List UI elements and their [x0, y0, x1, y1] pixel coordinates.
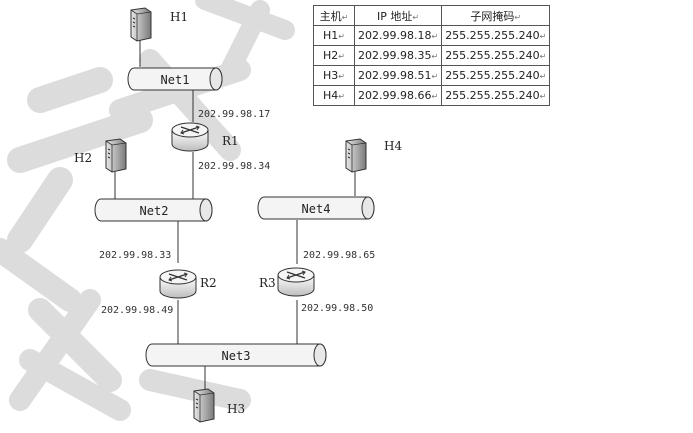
ip-r2-net3: 202.99.98.49	[101, 305, 173, 316]
cell-host: H4↵	[313, 85, 355, 106]
host-h3-icon	[193, 388, 215, 423]
cell-mask: 255.255.255.240↵	[441, 85, 551, 106]
cell-mask: 255.255.255.240↵	[441, 45, 551, 66]
host-h1-label: H1	[170, 10, 188, 24]
ip-r3-net3: 202.99.98.50	[301, 303, 373, 314]
table-row: H1↵ 202.99.98.18↵ 255.255.255.240↵	[313, 25, 551, 46]
ip-r3-net4: 202.99.98.65	[303, 250, 375, 261]
net2-label: Net2	[140, 204, 169, 218]
cell-host: H1↵	[313, 25, 355, 46]
cell-mask: 255.255.255.240↵	[441, 65, 551, 86]
host-h4-label: H4	[384, 139, 402, 153]
table-row: H2↵ 202.99.98.35↵ 255.255.255.240↵	[313, 45, 551, 66]
table-header-row: 主机↵ IP 地址↵ 子网掩码↵	[313, 5, 551, 26]
ip-r1-net1: 202.99.98.17	[198, 109, 270, 120]
header-mask: 子网掩码↵	[441, 5, 551, 26]
cell-ip: 202.99.98.66↵	[353, 85, 443, 106]
host-h2-label: H2	[74, 151, 92, 165]
cell-ip: 202.99.98.18↵	[353, 25, 443, 46]
host-h2-icon	[105, 138, 127, 173]
net3-label: Net3	[222, 349, 251, 363]
host-h4-icon	[345, 138, 367, 173]
table-row: H3↵ 202.99.98.51↵ 255.255.255.240↵	[313, 65, 551, 86]
router-r2-icon	[159, 269, 197, 299]
net4-label: Net4	[302, 202, 331, 216]
net1-pipe: Net1	[127, 67, 223, 91]
cell-host: H3↵	[313, 65, 355, 86]
header-host: 主机↵	[313, 5, 355, 26]
router-r3-icon	[277, 267, 315, 297]
host-h3-label: H3	[227, 402, 245, 416]
router-r1-label: R1	[222, 134, 239, 148]
ip-r1-net2: 202.99.98.34	[198, 161, 270, 172]
net3-pipe: Net3	[145, 343, 327, 367]
router-r1-icon	[171, 122, 209, 152]
cell-ip: 202.99.98.35↵	[353, 45, 443, 66]
ip-r2-net2: 202.99.98.33	[99, 250, 171, 261]
cell-mask: 255.255.255.240↵	[441, 25, 551, 46]
table-row: H4↵ 202.99.98.66↵ 255.255.255.240↵	[313, 85, 551, 106]
cell-host: H2↵	[313, 45, 355, 66]
net4-pipe: Net4	[257, 196, 375, 220]
net1-label: Net1	[161, 73, 190, 87]
router-r3-label: R3	[259, 276, 276, 290]
net2-pipe: Net2	[94, 198, 213, 222]
ip-address-table: 主机↵ IP 地址↵ 子网掩码↵ H1↵ 202.99.98.18↵ 255.2…	[313, 5, 551, 106]
router-r2-label: R2	[200, 276, 217, 290]
host-h1-icon	[130, 7, 152, 42]
links	[114, 35, 356, 392]
cell-ip: 202.99.98.51↵	[353, 65, 443, 86]
header-ip: IP 地址↵	[353, 5, 443, 26]
